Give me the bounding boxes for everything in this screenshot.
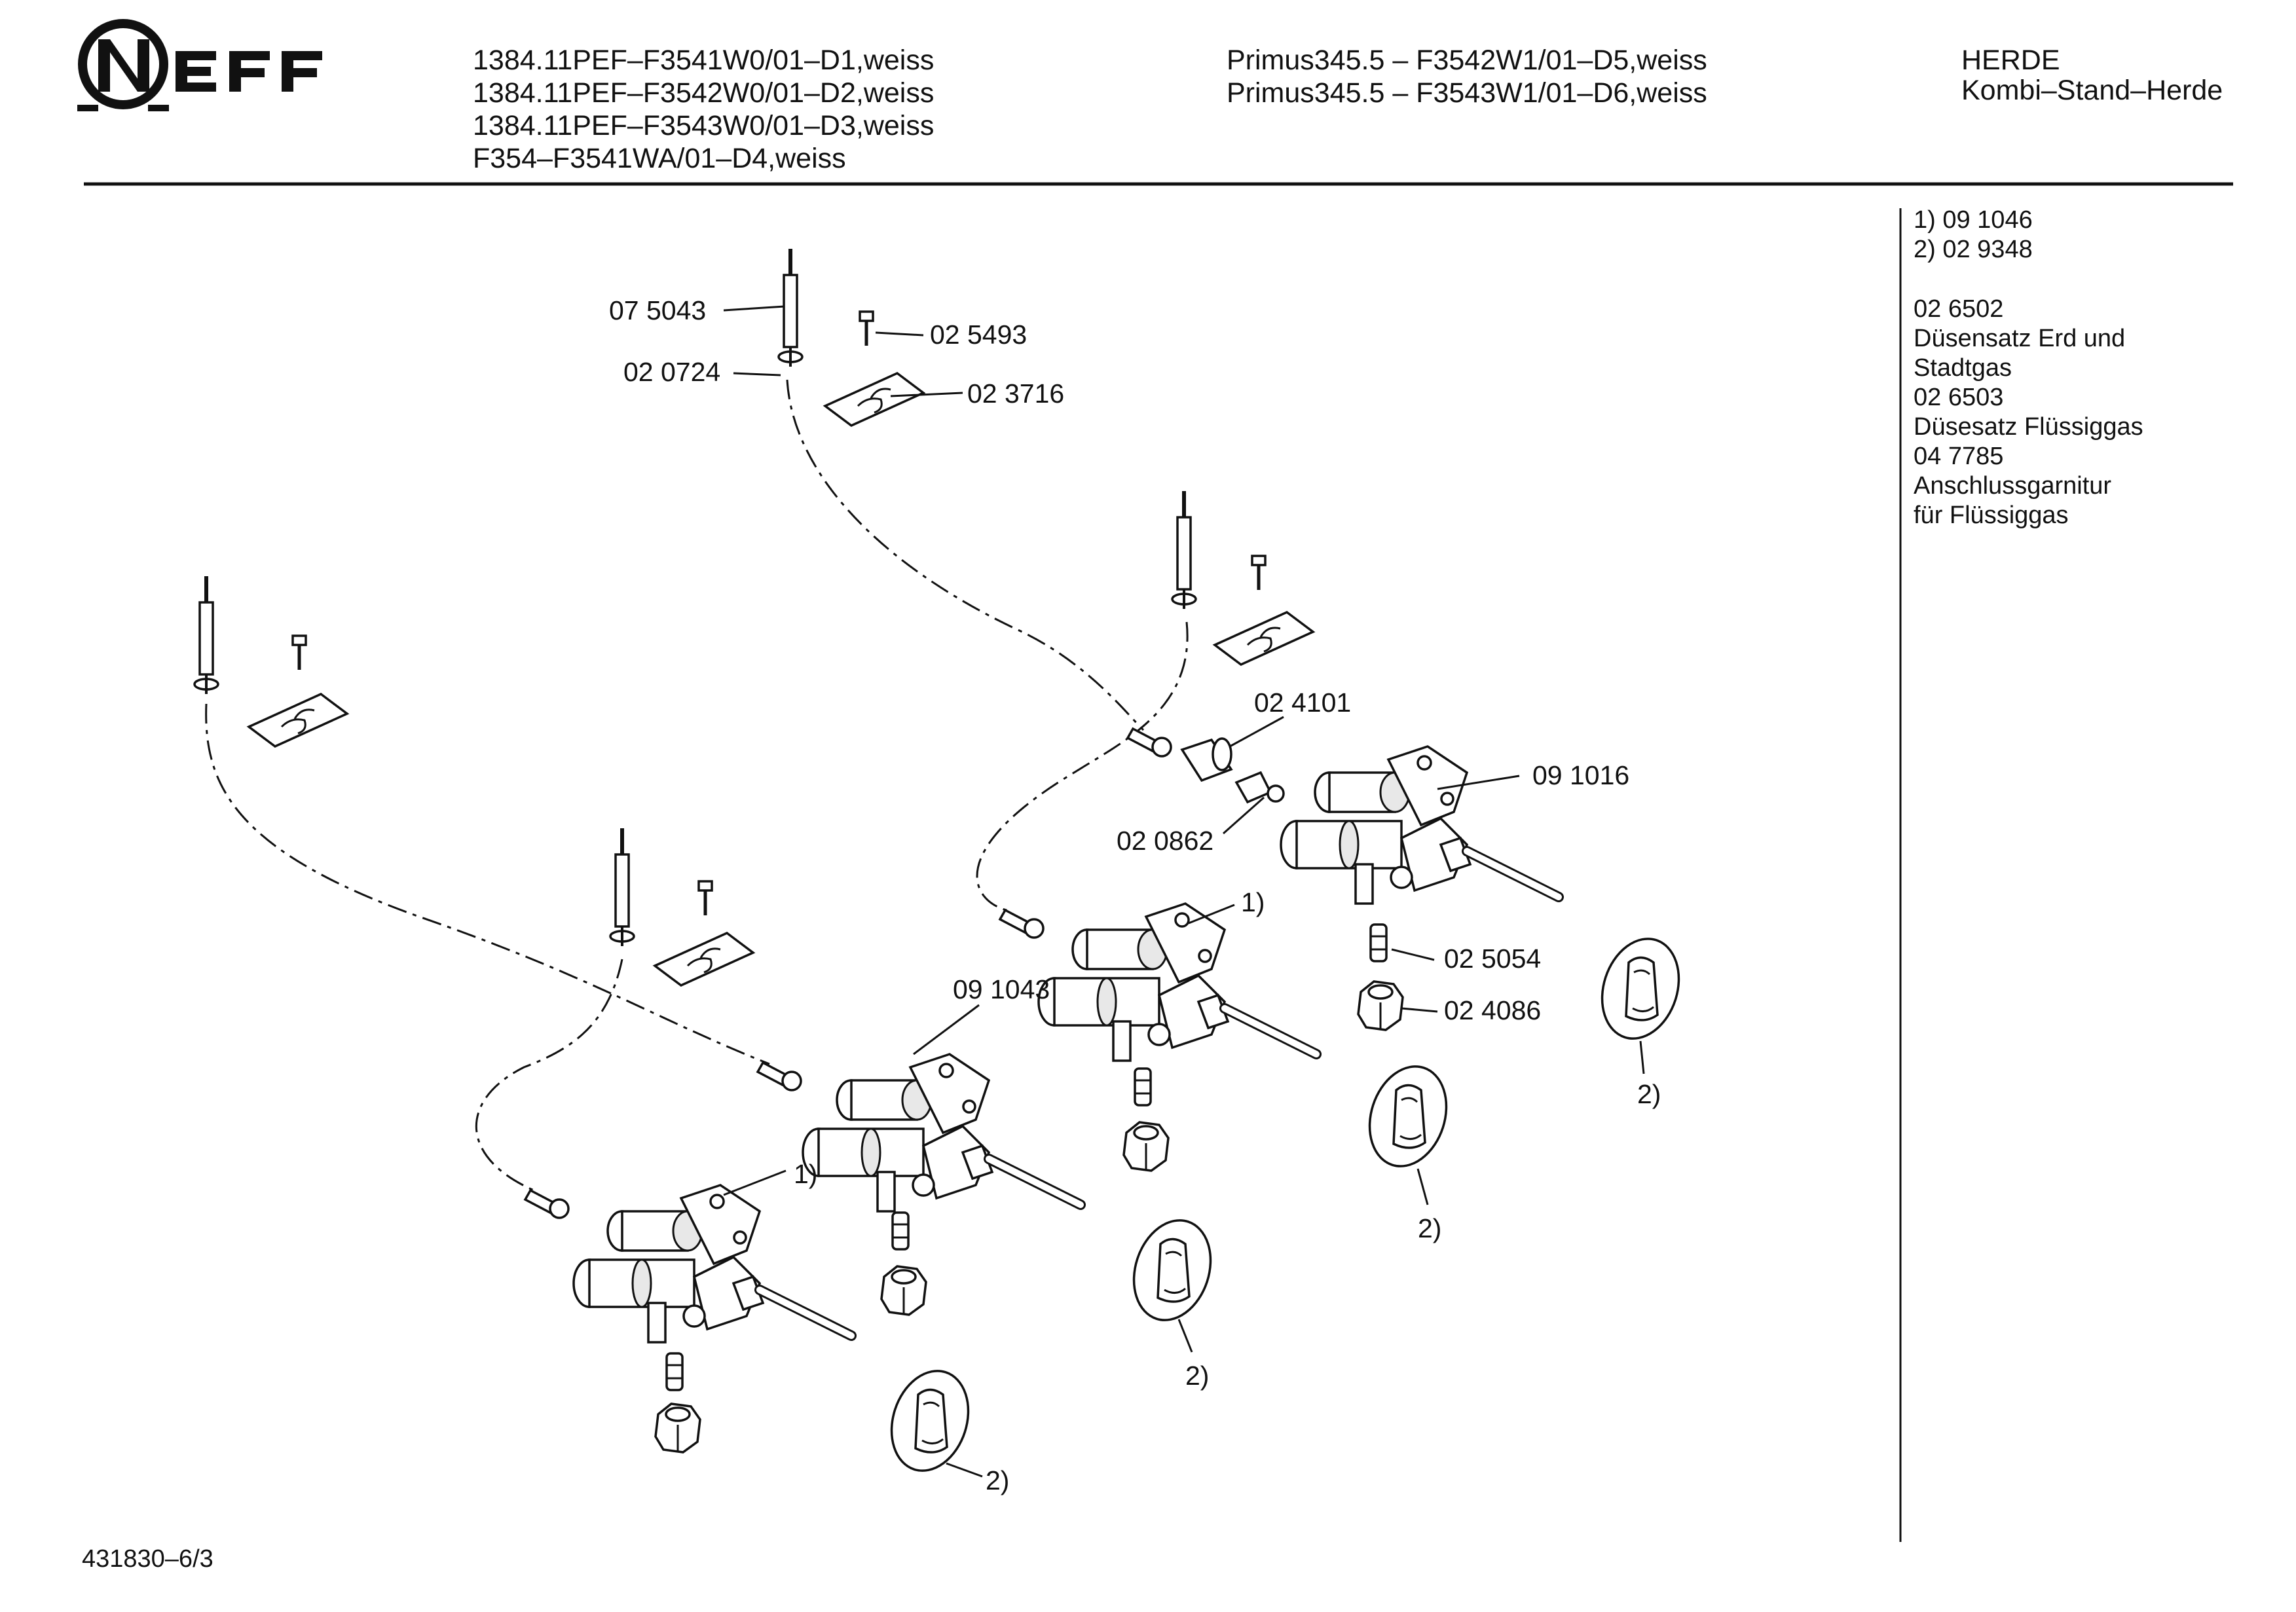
category-title: HERDE [1961, 45, 2060, 76]
thermocouple-icon [194, 576, 218, 694]
note-desc-3b: für Flüssiggas [1914, 502, 2069, 529]
label-ref-2-d: 2) [986, 1465, 1009, 1495]
screw-icon [1252, 556, 1265, 590]
label-ref-1-lower: 1) [794, 1159, 817, 1189]
nozzle-icon [1134, 1067, 1152, 1107]
tube-fitting-icon [524, 1189, 570, 1219]
control-knob-icon [878, 1359, 982, 1482]
model-line-3: 1384.11PEF–F3543W0/01–D3,weiss [473, 110, 934, 141]
label-ref-2-b: 2) [1418, 1213, 1441, 1243]
thermocouple-icon [1172, 491, 1196, 609]
bracket-plate-icon [654, 932, 754, 987]
bracket-plate-icon [824, 372, 925, 427]
nozzle-icon [1369, 923, 1388, 962]
note-desc-3a: Anschlussgarnitur [1914, 472, 2111, 500]
label-washer: 02 0724 [623, 357, 720, 387]
label-nozzle-insert: 02 0862 [1117, 826, 1213, 856]
subcategory-title: Kombi–Stand–Herde [1961, 75, 2223, 106]
nozzle-insert-icon [1234, 771, 1285, 804]
hex-nut-icon [1122, 1121, 1170, 1172]
model-line-1: 1384.11PEF–F3541W0/01–D1,weiss [473, 45, 934, 76]
model-line-2: 1384.11PEF–F3542W0/01–D2,weiss [473, 77, 934, 109]
bracket-plate-icon [1213, 611, 1314, 666]
label-nozzle: 02 5054 [1444, 943, 1541, 974]
label-bracket: 02 3716 [967, 378, 1064, 409]
bracket-plate-icon [248, 693, 348, 748]
gas-tubes [205, 379, 1189, 1193]
drawing-id: 431830–6/3 [82, 1545, 213, 1573]
note-desc-1a: Düsensatz Erd und [1914, 325, 2125, 352]
screw-icon [699, 881, 712, 915]
gas-valve-icon [574, 1185, 851, 1342]
gas-valve-icon [1281, 746, 1559, 904]
note-desc-1b: Stadtgas [1914, 354, 2012, 382]
note-part-1: 02 6502 [1914, 295, 2003, 323]
note-part-2: 02 6503 [1914, 384, 2003, 411]
neff-logo [77, 19, 322, 111]
control-knob-icon [1588, 927, 1693, 1050]
label-valve-left: 09 1043 [953, 974, 1050, 1004]
nozzle-icon [665, 1352, 684, 1391]
label-nut-fitting: 02 4101 [1254, 687, 1351, 718]
leader-lines [723, 305, 1645, 1478]
tube-fitting-icon [999, 909, 1045, 939]
label-screw: 02 5493 [930, 320, 1027, 350]
control-knob-icon [1356, 1055, 1460, 1178]
note-desc-2: Düsesatz Flüssiggas [1914, 413, 2143, 441]
label-thermocouple: 07 5043 [609, 295, 706, 325]
nut-fitting-icon [1180, 737, 1233, 782]
note-ref-2: 2) 02 9348 [1914, 236, 2033, 263]
note-ref-1: 1) 09 1046 [1914, 206, 2033, 234]
model-line-5: Primus345.5 – F3542W1/01–D5,weiss [1227, 45, 1707, 76]
hex-nut-icon [880, 1265, 927, 1316]
screw-icon [293, 636, 306, 670]
model-line-4: F354–F3541WA/01–D4,weiss [473, 143, 846, 174]
thermocouple-icon [779, 249, 802, 367]
label-ref-1-upper: 1) [1241, 887, 1265, 917]
label-ref-2-a: 2) [1637, 1079, 1661, 1109]
label-ref-2-c: 2) [1185, 1361, 1209, 1391]
model-line-6: Primus345.5 – F3543W1/01–D6,weiss [1227, 77, 1707, 109]
gas-valve-icon [803, 1054, 1081, 1211]
tube-fitting-icon [1126, 727, 1172, 758]
label-valve-right: 09 1016 [1532, 760, 1629, 790]
thermocouple-icon [610, 828, 634, 946]
label-hex-nut: 02 4086 [1444, 995, 1541, 1025]
nozzle-icon [891, 1211, 910, 1251]
note-part-3: 04 7785 [1914, 443, 2003, 470]
hex-nut-icon [654, 1402, 701, 1454]
control-knob-icon [1120, 1209, 1225, 1332]
gas-valve-icon [1039, 904, 1316, 1061]
screw-icon [860, 312, 873, 346]
hex-nut-icon [1357, 980, 1404, 1031]
tube-fitting-icon [756, 1061, 802, 1091]
